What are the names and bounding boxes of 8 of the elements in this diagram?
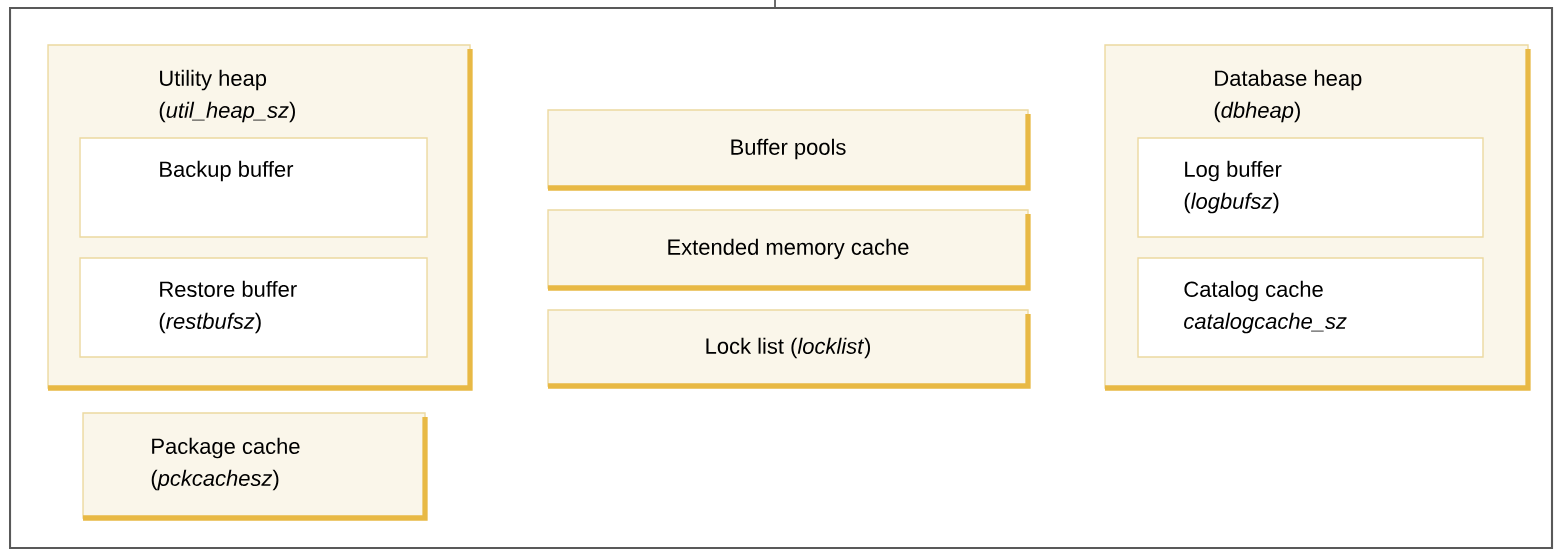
buffer-box: Log buffer (logbufsz) bbox=[1137, 137, 1484, 238]
memory-box: Extended memory cache bbox=[547, 209, 1031, 291]
buffer-box: Restore buffer (restbufsz) bbox=[79, 257, 428, 358]
memory-box: Lock list (locklist) bbox=[547, 309, 1031, 389]
buffer-box: Backup buffer bbox=[79, 137, 428, 238]
memory-box: Package cache (pckcachesz) bbox=[82, 412, 428, 521]
buffer-box: Catalog cache catalogcache_sz bbox=[1137, 257, 1484, 358]
memory-box: Buffer pools bbox=[547, 109, 1031, 191]
